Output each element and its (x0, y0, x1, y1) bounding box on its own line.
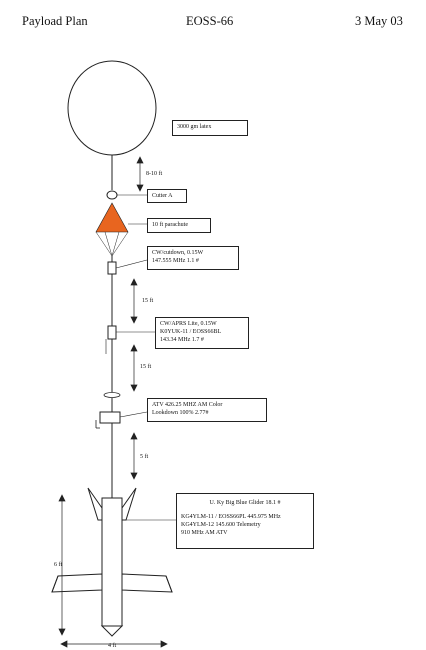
dim-balloon-cutter: 8-10 ft (146, 171, 163, 177)
glider-line4: 910 MHz AM ATV (181, 530, 228, 536)
beacon2-box (107, 325, 117, 340)
parachute-label: 10 ft parachute (152, 222, 188, 228)
beacon1-line1: CW/cutdown, 0.15W (152, 250, 204, 256)
glider-label-box: U. Ky Big Blue Glider 18.1 # KG4YLM-11 /… (176, 493, 314, 549)
atv-label-box: ATV 426.25 MHZ AM Color Lookdown 100% 2.… (147, 398, 267, 422)
beacon2-line1: CW/APRS Lite, 0.15W (160, 321, 217, 327)
glider-shape (51, 487, 173, 637)
dim-glider-height: 6 ft (54, 562, 63, 568)
glider-line3: KG4YLM-12 145.600 Telemetry (181, 522, 261, 528)
cutter-shape (106, 190, 118, 200)
parachute-canopy (95, 202, 129, 233)
page-title: Payload Plan (22, 14, 88, 28)
beacon2-label-box: CW/APRS Lite, 0.15W K0YUK-11 / EOSS66BL … (155, 317, 249, 349)
shroud-line-right (111, 231, 129, 257)
balloon-shape (67, 60, 157, 156)
beacon2-line3: 143.34 MHz 1.7 # (160, 337, 204, 343)
dim-glider-span: 4 ft (108, 643, 117, 649)
glider-line2: KG4YLM-11 / EOSS66PL 445.975 MHz (181, 514, 281, 520)
parachute-label-box: 10 ft parachute (147, 218, 211, 233)
cutter-label-box: Cutter A (147, 189, 187, 203)
atv-box (99, 411, 121, 424)
beacon1-box (107, 261, 117, 275)
shroud-line-left (95, 231, 113, 257)
dim-beacon2-ring: 15 ft (140, 364, 152, 370)
shroud-line-mid-right (111, 231, 120, 257)
dim-atv-glider: 5 ft (140, 454, 149, 460)
shroud-line-mid-left (104, 231, 113, 257)
atv-line2: Lookdown 100% 2.77# (152, 410, 209, 416)
glider-line1: U. Ky Big Blue Glider 18.1 # (209, 500, 281, 506)
swivel-ring (103, 392, 121, 398)
beacon1-line2: 147.555 MHz 1.1 # (152, 258, 199, 264)
dim-beacon1-beacon2: 15 ft (142, 298, 154, 304)
mission-name: EOSS-66 (186, 14, 234, 28)
beacon1-label-box: CW/cutdown, 0.15W 147.555 MHz 1.1 # (147, 246, 239, 270)
plan-date: 3 May 03 (355, 14, 403, 28)
balloon-label: 3000 gm latex (177, 124, 212, 130)
cutter-label: Cutter A (152, 193, 173, 199)
leader-lines (115, 194, 176, 521)
atv-line1: ATV 426.25 MHZ AM Color (152, 402, 223, 408)
dimension-arrows (58, 156, 168, 648)
beacon2-line2: K0YUK-11 / EOSS66BL (160, 329, 222, 335)
balloon-label-box: 3000 gm latex (172, 120, 248, 136)
